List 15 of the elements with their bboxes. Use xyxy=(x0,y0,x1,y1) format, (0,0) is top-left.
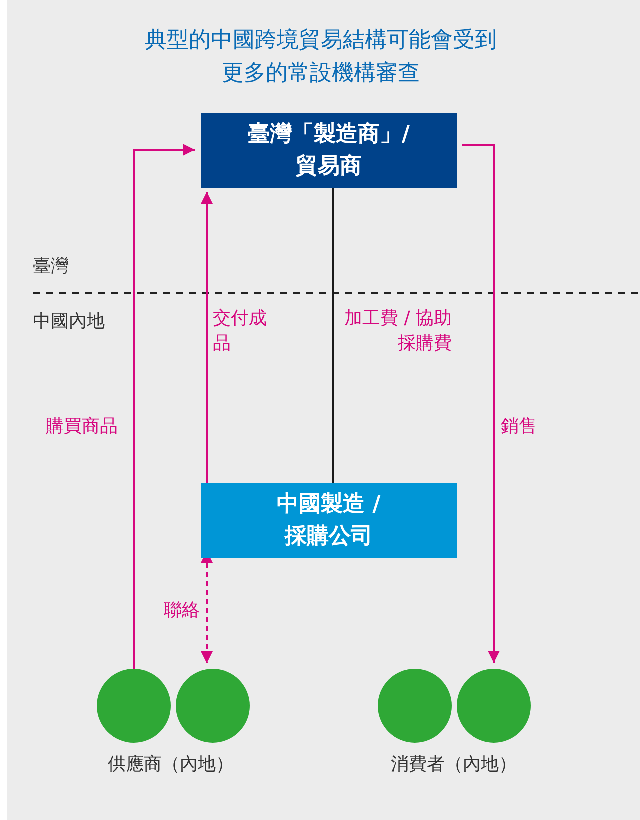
caption: 供應商（內地） xyxy=(107,753,235,777)
region-label: 中國內地 xyxy=(33,310,106,334)
title: 典型的中國跨境貿易結構可能會受到更多的常設機構審查 xyxy=(144,27,498,88)
edge-label: 交付成品 xyxy=(213,307,268,356)
arrow xyxy=(133,144,195,669)
company-box: 中國製造 / 採購公司 xyxy=(201,483,457,558)
edge-label: 購買商品 xyxy=(45,415,118,439)
caption: 消費者（內地） xyxy=(390,753,518,777)
region-label: 臺灣 xyxy=(33,255,70,279)
edge-label: 加工費 / 協助採購費 xyxy=(343,307,452,356)
arrow xyxy=(201,192,213,483)
company-box: 臺灣「製造商」/ 貿易商 xyxy=(201,113,457,188)
arrow xyxy=(462,144,500,663)
edge-label: 聯絡 xyxy=(163,599,200,623)
edge-label: 銷售 xyxy=(501,415,538,439)
